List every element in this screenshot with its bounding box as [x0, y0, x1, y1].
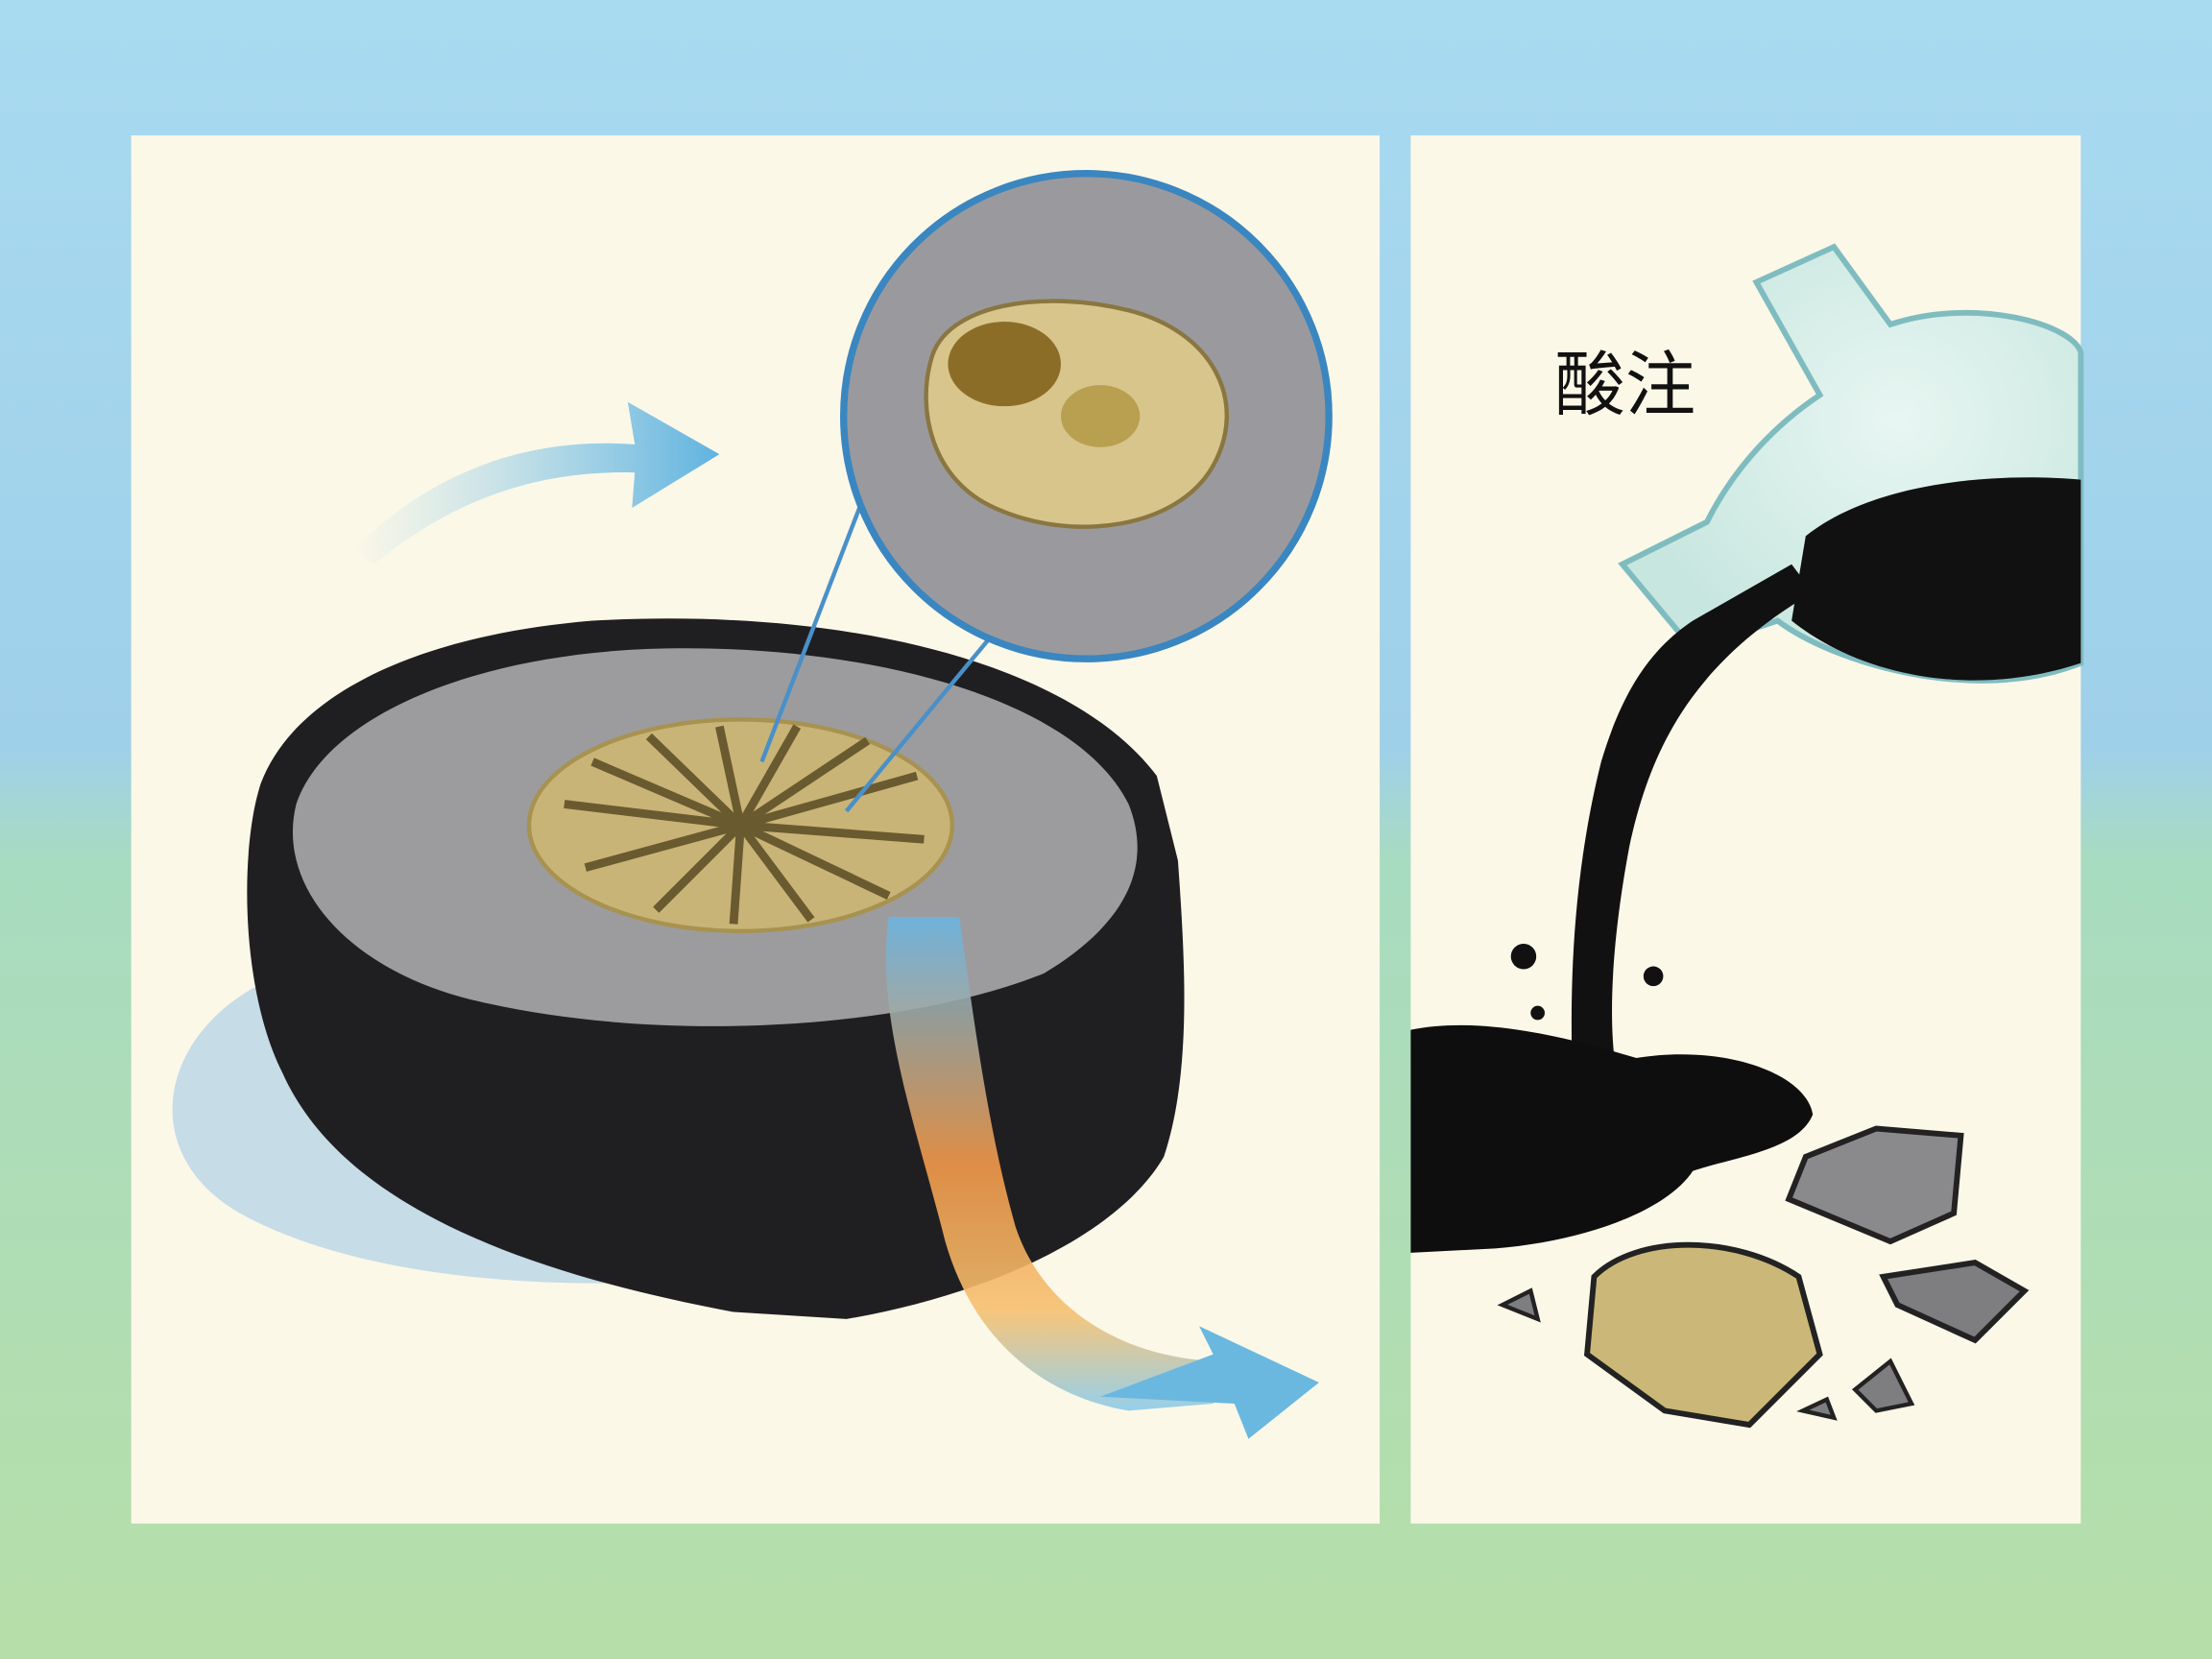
acid-stream [1571, 564, 1814, 1087]
left-panel [131, 135, 1381, 1524]
rock-fragment [1497, 1287, 1541, 1323]
fossil-ribs [564, 724, 925, 925]
rock-fragment [1851, 1358, 1915, 1413]
fossil-fragment [1583, 1241, 1823, 1429]
rock-fragment [1879, 1260, 2030, 1344]
acid-injection-label: 酸注 [1554, 345, 1695, 426]
magnifier-line [759, 486, 870, 763]
acid-in-flask [1791, 477, 2081, 681]
rock-fragment [1785, 1125, 1964, 1245]
mineral-flow [885, 917, 1228, 1411]
right-panel: 酸注 [1410, 135, 2084, 1524]
acid-puddle [1410, 1024, 1814, 1253]
flow-arrow-icon [1100, 1326, 1319, 1439]
rock-fragment [1796, 1396, 1838, 1421]
curved-arrow-icon [352, 401, 720, 565]
